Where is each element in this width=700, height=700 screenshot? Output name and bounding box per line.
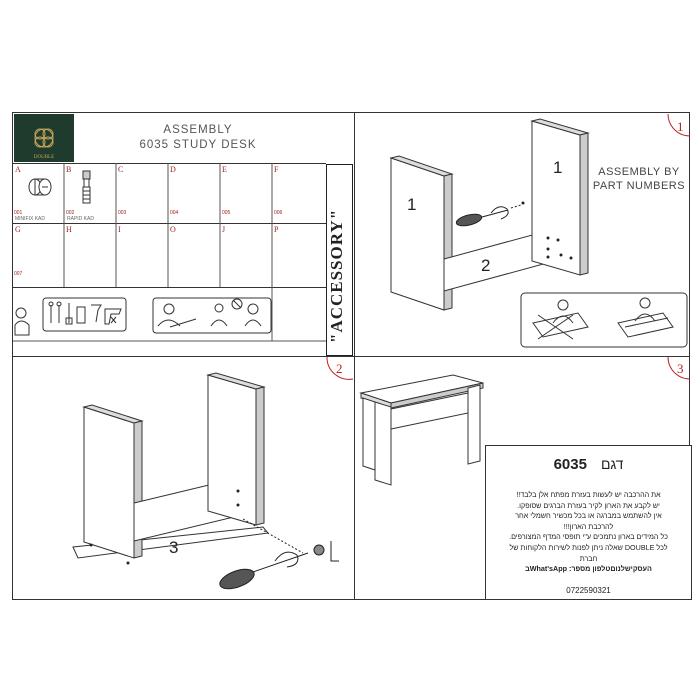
- accessory-code-g: 007: [14, 271, 23, 277]
- accessory-label-box: [326, 164, 353, 356]
- accessory-letter-a: A: [15, 165, 21, 174]
- workers-illustration: [532, 297, 674, 340]
- step-1-illustration-box: [520, 292, 688, 348]
- accessory-desc-b: RAPID KAD: [67, 216, 94, 222]
- instruction-line: את ההרכבה יש לעשות בעזרת מפתח אלן בלבד!!: [516, 490, 661, 499]
- accessory-letter-h: H: [66, 225, 72, 234]
- accessory-code-d: 004: [170, 210, 179, 216]
- model-number: 6035: [553, 456, 587, 473]
- desk-illustration: [359, 374, 484, 486]
- model-label: דגם: [600, 456, 624, 472]
- page-title: ASSEMBLY 6035 STUDY DESK: [113, 123, 283, 153]
- cam-bolt-icon: [82, 170, 91, 204]
- assembly-note: ASSEMBLY BY PART NUMBERS: [589, 165, 689, 193]
- title-line-1: ASSEMBLY: [163, 124, 233, 136]
- accessory-letter-g: G: [15, 225, 21, 234]
- part-1b-label: 1: [553, 158, 563, 177]
- phone-number: 0722590321: [566, 586, 611, 595]
- accessory-letter-i: I: [118, 225, 121, 234]
- instruction-line: חברת: [579, 553, 598, 563]
- accessory-letter-p: P: [274, 225, 279, 234]
- accessory-table-bottom: [13, 287, 326, 288]
- part-3-label: 3: [169, 538, 179, 557]
- instruction-line: לכל DOUBLE שאלה ניתן לפנות לשירות הלקוחו…: [509, 542, 668, 552]
- svg-text:DOUBLE: DOUBLE: [34, 155, 54, 160]
- contact-line: העסקישלנוםטלפון מספר: What'sAppב: [525, 564, 652, 574]
- accessory-table-top: [13, 163, 326, 164]
- tools-illustration: [14, 297, 272, 336]
- title-line-2: 6035 STUDY DESK: [139, 139, 257, 151]
- accessory-code-a: 001: [14, 210, 23, 216]
- step-2-panels: [72, 372, 269, 559]
- step-2-holes: [89, 489, 240, 565]
- step-3-number: 3: [677, 361, 684, 376]
- accessory-row-divider: [13, 223, 326, 224]
- assembly-note-line-2: PART NUMBERS: [592, 180, 686, 192]
- step-1-holes: [521, 201, 573, 260]
- accessory-letter-b: B: [66, 165, 72, 174]
- instruction-line: אין להשתמש במברגה או בכל מכשיר חשמלי אחר: [515, 511, 662, 521]
- part-2-label: 2: [481, 256, 491, 275]
- model-info-box: 6035 דגם את ההרכבה יש לעשות בעזרת מפתח אל…: [485, 445, 692, 600]
- accessory-letter-e: E: [222, 165, 227, 174]
- instructions-text: את ההרכבה יש לעשות בעזרת מפתח אלן בלבד!!…: [492, 490, 685, 575]
- accessory-desc-a: MINIFIX KAD: [15, 216, 46, 222]
- step-1-panels: [389, 118, 590, 311]
- accessory-grid: [13, 163, 326, 342]
- instruction-line: כל המידים בארון נתמכים ע"י תופסי המדף המ…: [509, 532, 668, 542]
- accessory-letter-j: J: [222, 225, 226, 234]
- instruction-sheet: DOUBLE ASSEMBLY 6035 STUDY DESK: [12, 112, 692, 600]
- step-1-number: 1: [677, 119, 684, 134]
- screwdriver-icon-step-1: [455, 204, 522, 227]
- screwdriver-icon-step-2: [219, 518, 339, 590]
- accessory-letter-f: F: [274, 165, 279, 174]
- cam-lock-icon: [28, 178, 52, 196]
- accessory-code-b: 002: [66, 210, 75, 216]
- accessory-letter-o: O: [170, 225, 176, 234]
- instruction-line: להרכבת הארון!!!: [563, 521, 614, 531]
- accessory-code-e: 005: [222, 210, 231, 216]
- assembly-note-line-1: ASSEMBLY BY: [598, 166, 680, 178]
- model-heading: 6035 דגם: [486, 456, 691, 473]
- instruction-line: יש לקבע את הארון לקיר בעזרת הברגים שסופק…: [517, 500, 660, 510]
- accessory-letter-d: D: [170, 165, 176, 174]
- accessory-label: "ACCESSORY": [327, 208, 346, 343]
- accessory-letter-c: C: [118, 165, 124, 174]
- part-1-label: 1: [407, 195, 417, 214]
- step-2-number: 2: [336, 361, 343, 376]
- brand-logo: DOUBLE: [14, 114, 74, 162]
- accessory-code-f: 006: [274, 210, 283, 216]
- divider-horizontal: [13, 356, 689, 357]
- accessory-code-c: 003: [118, 210, 127, 216]
